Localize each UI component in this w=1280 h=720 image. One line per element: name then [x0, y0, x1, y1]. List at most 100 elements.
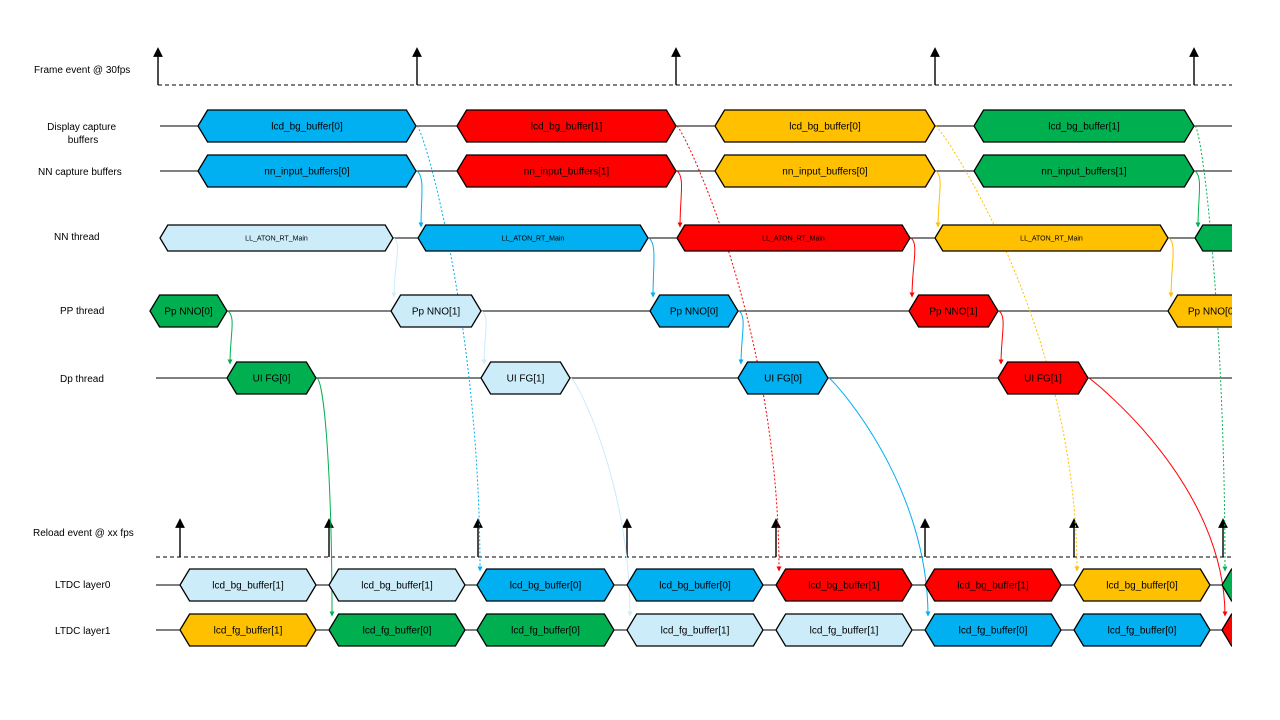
- block-l0-2: lcd_bg_buffer[0]: [476, 568, 615, 602]
- block-label: lcd_fg_buffer[0]: [511, 626, 580, 637]
- block-disp-0: lcd_bg_buffer[0]: [197, 109, 417, 143]
- block-label: Pp NNO[1]: [412, 307, 461, 318]
- connector-nncap-2-to-nnthread-3: [935, 170, 941, 228]
- block-label: lcd_fg_buffer[0]: [1108, 626, 1177, 637]
- block-l1-2: lcd_fg_buffer[0]: [476, 613, 615, 647]
- block-shape: [226, 361, 317, 395]
- connector-pp-1-to-dp-1: [481, 310, 487, 365]
- connectors: [227, 125, 1228, 617]
- block-pp-1: Pp NNO[1]: [390, 294, 482, 328]
- block-label: lcd_bg_buffer[0]: [789, 122, 861, 133]
- block-shape: [737, 361, 829, 395]
- block-shape: [1221, 568, 1232, 602]
- block-disp-1: lcd_bg_buffer[1]: [456, 109, 677, 143]
- block-label: LL_ATON_RT_Main: [1020, 235, 1083, 242]
- connector-nncap-3-to-nnthread-4: [1194, 170, 1201, 228]
- block-shape: [649, 294, 739, 328]
- block-label: Pp NNO[0]: [1188, 307, 1237, 318]
- block-shape: [476, 568, 615, 602]
- block-shape: [714, 154, 936, 188]
- lane-label-disp-line1: Display capture: [47, 122, 116, 133]
- block-label: lcd_fg_buffer[1]: [810, 626, 879, 637]
- block-nncap-2: nn_input_buffers[0]: [714, 154, 936, 188]
- block-label: lcd_bg_buffer[1]: [361, 581, 433, 592]
- block-dp-3: UI FG[1]: [997, 361, 1089, 395]
- block-l1-7: [1221, 613, 1232, 647]
- block-l0-5: lcd_bg_buffer[1]: [924, 568, 1062, 602]
- lane-label-disp: Display capture buffers: [47, 122, 119, 146]
- block-shape: [908, 294, 999, 328]
- connector-nnthread-1-to-pp-2: [648, 237, 656, 298]
- connector-nnthread-0-to-pp-1: [391, 237, 399, 298]
- block-shape: [1221, 613, 1232, 647]
- frame-event-track: [153, 47, 1232, 86]
- block-label: nn_input_buffers[1]: [524, 167, 610, 178]
- lane-label-disp-line2: buffers: [68, 135, 98, 146]
- block-label: nn_input_buffers[1]: [1041, 167, 1127, 178]
- block-label: LL_ATON_RT_Main: [502, 235, 565, 242]
- block-label: nn_input_buffers[0]: [264, 167, 350, 178]
- block-label: Pp NNO[0]: [164, 307, 213, 318]
- connector-dp-2-to-l1-5: [828, 377, 931, 617]
- block-shape: [775, 568, 913, 602]
- block-shape: [775, 613, 913, 647]
- block-shape: [456, 154, 677, 188]
- connector-dp-1-to-l1-3: [570, 377, 633, 617]
- block-label: lcd_fg_buffer[0]: [959, 626, 1028, 637]
- lane-label-nnthread: NN thread: [54, 232, 100, 243]
- block-shape: [1073, 568, 1211, 602]
- lane-label-l0: LTDC layer0: [55, 580, 111, 591]
- reload-event-track: [156, 518, 1232, 558]
- block-shape: [390, 294, 482, 328]
- block-label: lcd_bg_buffer[0]: [659, 581, 731, 592]
- block-l0-1: lcd_bg_buffer[1]: [328, 568, 466, 602]
- connector-pp-0-to-dp-0: [227, 310, 233, 365]
- block-shape: [1167, 294, 1232, 328]
- block-dp-0: UI FG[0]: [226, 361, 317, 395]
- block-pp-3: Pp NNO[1]: [908, 294, 999, 328]
- block-nnthread-1: LL_ATON_RT_Main: [417, 224, 649, 252]
- block-label: UI FG[1]: [1024, 374, 1062, 385]
- block-l0-6: lcd_bg_buffer[0]: [1073, 568, 1211, 602]
- block-l1-4: lcd_fg_buffer[1]: [775, 613, 913, 647]
- block-dp-2: UI FG[0]: [737, 361, 829, 395]
- connector-dp-0-to-l1-1: [316, 377, 335, 617]
- connector-nncap-1-to-nnthread-2: [676, 170, 683, 228]
- connector-disp-2-to-l0-6: [935, 125, 1080, 572]
- block-label: LL_ATON_RT_Main: [245, 235, 308, 242]
- lane-label-dp: Dp thread: [60, 374, 104, 385]
- block-l0-7: [1221, 568, 1232, 602]
- block-nnthread-3: LL_ATON_RT_Main: [934, 224, 1169, 252]
- block-shape: [1194, 224, 1232, 252]
- block-label: UI FG[0]: [253, 374, 291, 385]
- connector-disp-3-to-l0-7: [1194, 125, 1228, 572]
- block-label: nn_input_buffers[0]: [782, 167, 868, 178]
- block-shape: [676, 224, 911, 252]
- block-label: lcd_fg_buffer[1]: [214, 626, 283, 637]
- block-label: lcd_bg_buffer[0]: [510, 581, 582, 592]
- block-shape: [456, 109, 677, 143]
- block-shape: [997, 361, 1089, 395]
- block-nnthread-2: LL_ATON_RT_Main: [676, 224, 911, 252]
- block-shape: [924, 568, 1062, 602]
- block-label: lcd_bg_buffer[1]: [957, 581, 1029, 592]
- block-shape: [417, 224, 649, 252]
- block-label: lcd_bg_buffer[0]: [271, 122, 343, 133]
- block-shape: [924, 613, 1062, 647]
- block-label: UI FG[0]: [764, 374, 802, 385]
- connector-dp-3-to-l1-7: [1088, 377, 1228, 617]
- block-shape: [159, 224, 394, 252]
- block-label: LL_ATON_RT_Main: [762, 235, 825, 242]
- block-l0-3: lcd_bg_buffer[0]: [626, 568, 764, 602]
- block-nnthread-4: [1194, 224, 1232, 252]
- block-l1-5: lcd_fg_buffer[0]: [924, 613, 1062, 647]
- block-shape: [179, 568, 317, 602]
- connector-pp-2-to-dp-2: [738, 310, 744, 365]
- block-l1-0: lcd_fg_buffer[1]: [179, 613, 317, 647]
- block-shape: [934, 224, 1169, 252]
- block-nncap-3: nn_input_buffers[1]: [973, 154, 1195, 188]
- lane-label-l1: LTDC layer1: [55, 626, 111, 637]
- blocks: lcd_bg_buffer[0] lcd_bg_buffer[1] lcd_bg_b…: [149, 109, 1237, 647]
- block-l1-3: lcd_fg_buffer[1]: [626, 613, 764, 647]
